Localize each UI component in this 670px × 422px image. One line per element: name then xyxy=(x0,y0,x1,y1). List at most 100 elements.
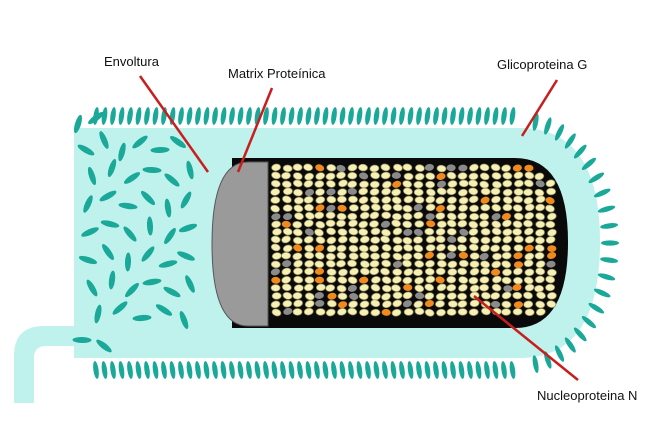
glycoprotein-spike xyxy=(407,107,415,126)
glycoprotein-spike xyxy=(143,107,151,126)
glycoprotein-spike xyxy=(245,361,253,380)
glycoprotein-spike xyxy=(500,107,508,126)
nucleoprotein-bead xyxy=(283,205,292,212)
nucleoprotein-bead xyxy=(359,309,369,316)
nucleoprotein-label: Nucleoproteina N xyxy=(537,389,637,402)
nucleoprotein-bead xyxy=(404,173,413,180)
nucleoprotein-bead xyxy=(271,284,280,291)
glycoprotein-spike xyxy=(228,361,236,380)
nucleoprotein-bead xyxy=(503,180,513,187)
nucleoprotein-bead xyxy=(459,180,469,187)
glycoprotein-spike xyxy=(186,361,194,380)
glycoprotein-spike xyxy=(356,107,364,126)
nucleoprotein-bead xyxy=(513,308,523,315)
nucleoprotein-bead xyxy=(447,276,456,283)
glycoprotein-spike xyxy=(466,361,474,380)
nucleoprotein-bead xyxy=(294,284,304,291)
nucleoprotein-bead xyxy=(437,221,446,228)
nucleoprotein-bead xyxy=(327,268,337,275)
nucleoprotein-bead xyxy=(326,220,335,227)
nucleoprotein-bead xyxy=(349,204,358,211)
glycoprotein-spike xyxy=(407,361,415,380)
glycoprotein-spike xyxy=(322,107,330,126)
glycoprotein-spike xyxy=(449,361,457,380)
nucleoprotein-bead xyxy=(294,197,304,204)
nucleoprotein-bead xyxy=(458,308,467,315)
glycoprotein-spike xyxy=(424,361,432,380)
nucleoprotein-bead xyxy=(272,292,281,299)
nucleoprotein-bead xyxy=(502,269,512,276)
nucleoprotein-bead xyxy=(414,181,423,188)
nucleoprotein-bead xyxy=(447,204,456,211)
nucleoprotein-bead xyxy=(414,189,423,196)
glycoprotein-spike xyxy=(390,107,398,126)
nucleoprotein-bead xyxy=(481,204,490,211)
glycoprotein-spike xyxy=(101,361,109,380)
glycoprotein-spike xyxy=(271,361,279,380)
glycoprotein-spike xyxy=(424,107,432,126)
glycoprotein-spike xyxy=(449,107,457,126)
nucleoprotein-bead xyxy=(525,309,534,316)
nucleoprotein-bead xyxy=(448,300,458,307)
glycoprotein-spike xyxy=(152,361,160,380)
glycoprotein-spike xyxy=(398,107,406,126)
glycoprotein-spike xyxy=(492,107,500,126)
nucleoprotein-bead xyxy=(392,213,402,220)
nucleoprotein-bead xyxy=(281,252,290,259)
nucleoprotein-bead xyxy=(481,188,491,195)
nucleoprotein-bead xyxy=(293,268,303,275)
grey-particle xyxy=(446,164,455,171)
nucleoprotein-bead xyxy=(292,221,301,228)
nucleoprotein-bead xyxy=(534,285,544,292)
glycoprotein-spike xyxy=(118,107,126,126)
nucleoprotein-bead xyxy=(381,212,391,219)
glycoprotein-spike xyxy=(237,361,245,380)
nucleoprotein-bead xyxy=(436,268,445,275)
nucleoprotein-bead xyxy=(393,292,402,299)
glycoprotein-spike xyxy=(330,107,338,126)
nucleoprotein-bead xyxy=(370,181,380,188)
grey-particle xyxy=(392,172,401,179)
glycoprotein-spike xyxy=(262,361,270,380)
glycoprotein-spike xyxy=(597,272,616,282)
glycoprotein-spike xyxy=(441,361,449,380)
nucleoprotein-bead xyxy=(501,308,510,315)
nucleoprotein-bead xyxy=(337,196,346,203)
glycoprotein-spike xyxy=(186,107,194,126)
nucleoprotein-bead xyxy=(470,253,479,260)
nucleoprotein-bead xyxy=(492,253,502,260)
glycoprotein-spike xyxy=(203,361,211,380)
glycoprotein-spike xyxy=(220,107,228,126)
envelope-label: Envoltura xyxy=(104,55,159,68)
glycoprotein-spike xyxy=(177,107,185,126)
glycoprotein-spike xyxy=(296,107,304,126)
glycoprotein-spike xyxy=(237,107,245,126)
glycoprotein-spike xyxy=(600,222,619,230)
nucleoprotein-bead xyxy=(503,204,512,211)
matrix-protein-label: Matrix Proteínica xyxy=(228,67,326,80)
nucleoprotein-bead xyxy=(425,228,435,235)
glycoprotein-spike xyxy=(432,361,440,380)
glycoprotein-spike xyxy=(211,361,219,380)
nucleoprotein-bead xyxy=(371,237,380,244)
nucleoprotein-bead xyxy=(514,188,524,195)
glycoprotein-spike xyxy=(531,355,539,374)
envelope-tail xyxy=(14,326,84,403)
glycoprotein-spike xyxy=(381,361,389,380)
glycoprotein-spike xyxy=(483,107,491,126)
nucleoprotein-bead xyxy=(447,188,456,195)
glycoprotein-spike xyxy=(245,107,253,126)
glycoprotein-label: Glicoproteina G xyxy=(497,58,587,71)
nucleoprotein-bead xyxy=(512,228,521,235)
nucleoprotein-bead xyxy=(512,292,522,299)
glycoprotein-spike xyxy=(597,204,616,214)
glycoprotein-spike xyxy=(466,107,474,126)
glycoprotein-spike xyxy=(475,361,483,380)
glycoprotein-spike xyxy=(601,240,619,245)
glycoprotein-spike xyxy=(143,361,151,380)
nucleoprotein-bead xyxy=(370,253,379,260)
nucleoprotein-bead xyxy=(457,293,466,300)
glycoprotein-spike xyxy=(347,361,355,380)
glycoprotein-spike xyxy=(356,361,364,380)
